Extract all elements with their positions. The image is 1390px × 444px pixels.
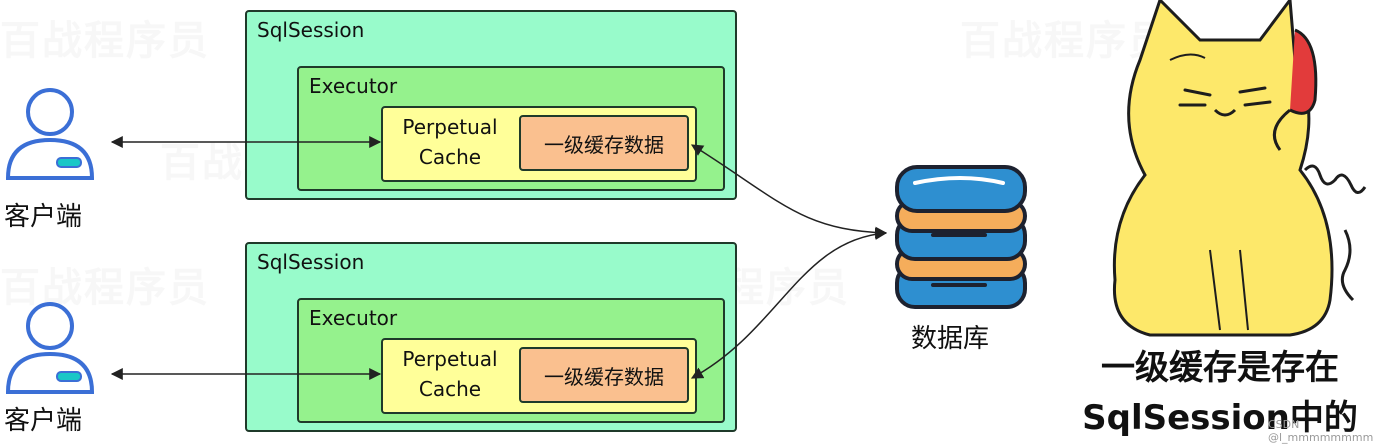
caption-line-2: SqlSession中的 [1082,398,1358,438]
cat-phone-illustration [1112,0,1367,337]
client-label: 客户端 [4,202,83,232]
user-icon [5,88,95,180]
client-label: 客户端 [4,406,83,436]
perpetual-cache-label: Perpetual Cache [402,115,498,169]
cache-data-box-2: 一级缓存数据 [519,347,689,403]
credit-text: CSDN @l_mmmmmmmm [1268,418,1374,444]
perpetual-cache-label: Perpetual Cache [402,347,498,401]
executor-title: Executor [309,306,398,330]
cache-data-box-1: 一级缓存数据 [519,115,689,171]
cache-data-label: 一级缓存数据 [544,364,664,389]
sql-session-title: SqlSession [257,250,365,274]
cache-data-label: 一级缓存数据 [544,132,664,157]
database-label: 数据库 [911,324,990,354]
database-icon [895,165,1027,309]
sql-session-title: SqlSession [257,18,365,42]
user-icon [5,302,95,394]
caption-line-1: 一级缓存是存在 [1101,348,1339,388]
executor-title: Executor [309,74,398,98]
db-arrow-2 [690,227,888,379]
db-arrow-1 [690,144,888,239]
